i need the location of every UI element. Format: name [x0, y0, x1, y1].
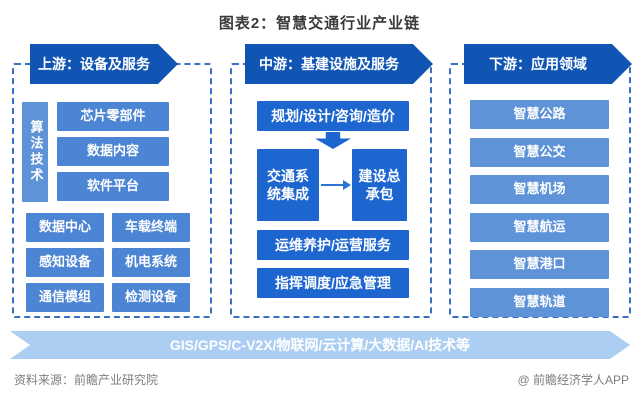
- midstream-planning-box: 规划/设计/咨询/造价: [257, 101, 409, 131]
- upstream-device-box: 检测设备: [112, 283, 190, 312]
- midstream-header-arrow: 中游：基建设施及服务: [245, 44, 433, 84]
- upstream-device-box: 感知设备: [26, 248, 104, 277]
- downstream-app-box: 智慧航运: [470, 213, 609, 242]
- upstream-header-arrow: 上游：设备及服务: [30, 44, 178, 84]
- downstream-column: 智慧公路 智慧公交 智慧机场 智慧航运 智慧港口 智慧轨道: [449, 63, 631, 318]
- downstream-app-box: 智慧公路: [470, 100, 609, 129]
- upstream-service-box: 芯片零部件: [57, 102, 169, 131]
- source-note: 资料来源：前瞻产业研究院: [14, 373, 159, 387]
- upstream-column: 算法技术 芯片零部件 数据内容 软件平台 数据中心 车载终端 感知设备 机电系统…: [12, 63, 212, 318]
- downstream-app-box: 智慧港口: [470, 250, 609, 279]
- downstream-app-box: 智慧轨道: [470, 288, 609, 317]
- midstream-column: 规划/设计/咨询/造价 交通系统集成 建设总承包 运维养护/运营服务 指挥调度/…: [230, 63, 432, 318]
- arrow-right-icon: [321, 178, 351, 196]
- upstream-device-box: 机电系统: [112, 248, 190, 277]
- arrow-down-icon: [315, 132, 351, 149]
- figure-title: 图表2：智慧交通行业产业链: [218, 15, 421, 32]
- midstream-dispatch-box: 指挥调度/应急管理: [257, 268, 409, 298]
- technology-banner: GIS/GPS/C-V2X/物联网/云计算/大数据/AI技术等: [10, 331, 630, 359]
- midstream-contract-box: 建设总承包: [352, 149, 407, 221]
- upstream-device-box: 车载终端: [112, 213, 190, 242]
- upstream-vertical-box: 算法技术: [22, 102, 48, 202]
- midstream-ops-box: 运维养护/运营服务: [257, 230, 409, 260]
- upstream-device-box: 通信模组: [26, 283, 104, 312]
- brand-note: @ 前瞻经济学人APP: [517, 373, 629, 387]
- upstream-device-box: 数据中心: [26, 213, 104, 242]
- downstream-app-box: 智慧机场: [470, 175, 609, 204]
- downstream-header-arrow: 下游：应用领域: [464, 44, 632, 84]
- upstream-service-box: 数据内容: [57, 137, 169, 166]
- downstream-app-box: 智慧公交: [470, 138, 609, 167]
- upstream-service-box: 软件平台: [57, 172, 169, 201]
- midstream-integration-box: 交通系统集成: [257, 149, 319, 221]
